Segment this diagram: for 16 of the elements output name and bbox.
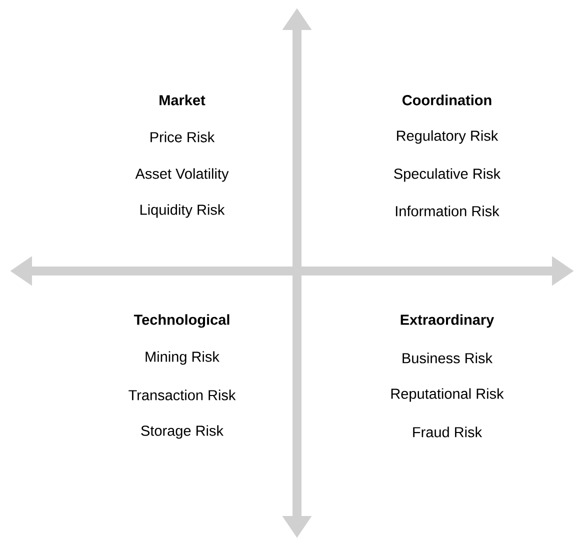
risk-item: Price Risk (150, 132, 215, 142)
risk-item: Reputational Risk (391, 388, 504, 402)
quadrant-heading: Coordination (402, 94, 492, 106)
risk-item: Regulatory Risk (397, 130, 498, 144)
quadrant-heading: Extraordinary (400, 314, 494, 328)
risk-item: Information Risk (396, 206, 500, 216)
risk-item: Liquidity Risk (140, 204, 225, 218)
risk-item: Storage Risk (141, 425, 224, 439)
risk-item: Speculative Risk (394, 168, 501, 182)
quadrant-heading: Technological (134, 314, 230, 328)
risk-item: Asset Volatility (135, 168, 229, 182)
risk-item: Mining Risk (146, 351, 220, 365)
risk-item: Business Risk (402, 352, 493, 364)
quadrant-heading: Market (160, 94, 206, 106)
risk-item: Transaction Risk (128, 390, 236, 400)
risk-item: Fraud Risk (413, 426, 482, 438)
